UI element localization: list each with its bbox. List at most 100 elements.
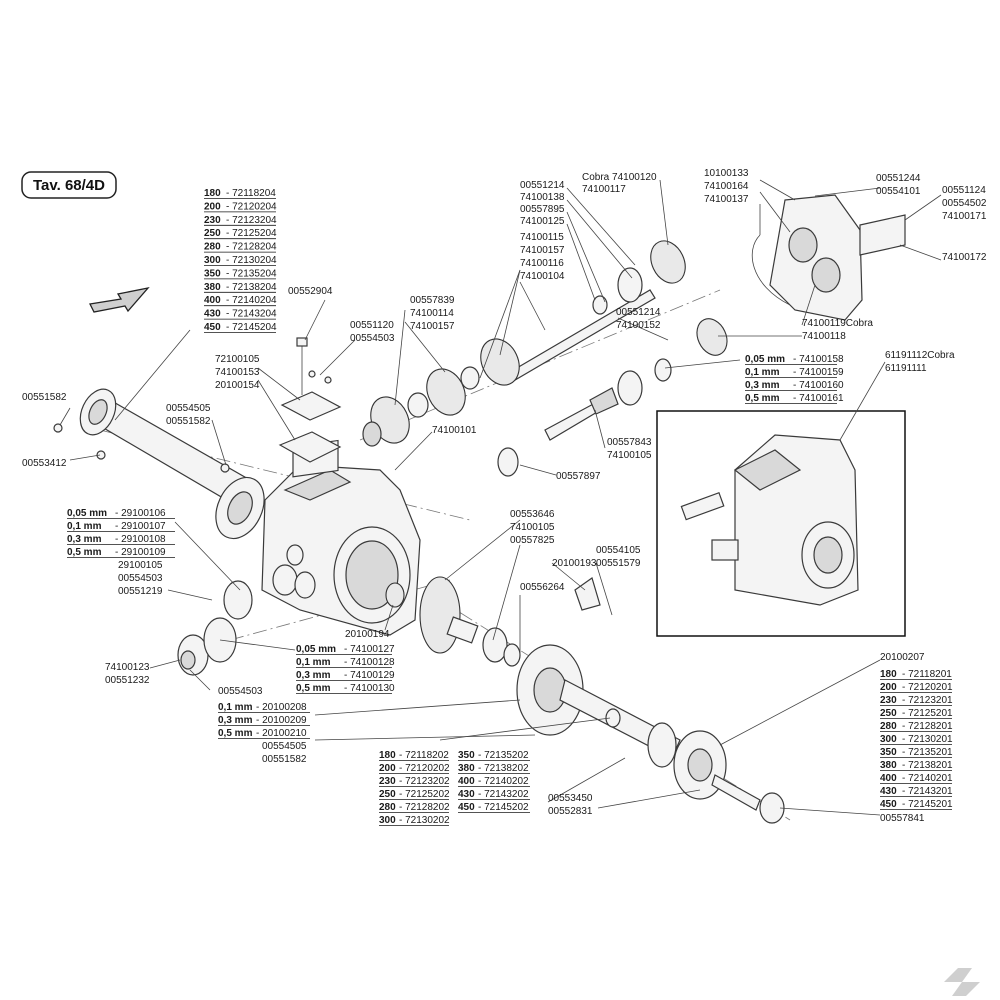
table-row-key: 450 [458, 802, 475, 813]
table-row: 250- 72125204 [204, 228, 277, 239]
table-row-key: 430 [880, 786, 897, 797]
table-row-value: - 72143201 [902, 786, 953, 797]
part-label: 72100105 [215, 354, 260, 365]
table-row-value: - 72118202 [399, 750, 449, 761]
part-label: 00551579 [596, 558, 641, 569]
part-label: 61191111 [885, 363, 927, 374]
leader-lines [59, 179, 942, 816]
table-row-value: - 29100109 [115, 547, 166, 558]
table-row-key: 350 [880, 747, 897, 758]
part-label: 00554505 [262, 741, 307, 752]
table-row-key: 180 [379, 750, 396, 761]
table-row-key: 250 [379, 789, 396, 800]
part-label: 74100114 [410, 308, 454, 319]
part-label: 29100105 [118, 560, 163, 571]
table-row: 0,3 mm- 74100160 [745, 380, 844, 391]
table-row-value: - 20100208 [256, 702, 307, 713]
table-row-key: 0,3 mm [296, 670, 331, 681]
top-cover [278, 337, 342, 463]
table-row: 200- 72120204 [204, 201, 277, 212]
table-row: 0,1 mm- 74100128 [296, 657, 395, 668]
part-label: 74100171 [942, 211, 987, 222]
part-label: 00554503 [118, 573, 163, 584]
part-label: 00557839 [410, 295, 455, 306]
table-row: 0,3 mm - 74100129 [296, 670, 395, 681]
part-label: 74100157 [520, 245, 565, 256]
part-label: 00551219 [118, 586, 163, 597]
table-row: 180- 72118204 [204, 188, 276, 199]
table-row-key: 430 [204, 309, 221, 320]
table-row: 300- 72130202 [379, 815, 450, 826]
table-row: 250- 72125202 [379, 789, 450, 800]
table-row-key: 350 [458, 750, 475, 761]
table-row-value: - 29100106 [115, 508, 166, 519]
table-row: 230- 72123204 [204, 215, 277, 226]
inset-view [656, 410, 906, 637]
table-row-key: 450 [880, 799, 897, 810]
table-row-key: 0,5 mm [745, 393, 780, 404]
part-label: 74100101 [432, 425, 477, 436]
table-row-value: - 29100108 [115, 534, 166, 545]
part-label: 00551582 [22, 392, 67, 403]
part-label: 20100207 [880, 652, 925, 663]
table-row: 0,05 mm- 74100127 [296, 644, 395, 655]
part-label: 00551120 [350, 320, 394, 331]
table-row-key: 200 [880, 682, 897, 693]
table-row: 250- 72125201 [880, 708, 953, 719]
part-label: 74100117 [582, 184, 626, 195]
table-row: 280- 72128201 [880, 721, 953, 732]
part-label: 00552831 [548, 806, 593, 817]
table-row: 180- 72118201 [880, 669, 952, 680]
table-row-key: 300 [379, 815, 396, 826]
part-label: 10100133 [704, 168, 749, 179]
table-row-key: 250 [204, 228, 221, 239]
part-label: 00551214 [616, 307, 661, 318]
table-row-key: 200 [379, 763, 396, 774]
main-housing [261, 439, 421, 636]
table-row-value: - 72140201 [902, 773, 953, 784]
table-row: 200- 72120202 [379, 763, 450, 774]
part-label: 74100138 [520, 192, 565, 203]
table-row-value: - 74100159 [793, 367, 844, 378]
tube-assembly [53, 388, 265, 540]
part-label: 74100104 [520, 271, 565, 282]
table-row-key: 0,1 mm [218, 702, 253, 713]
part-label: 74100172 [942, 252, 987, 263]
part-label: 20100194 [345, 629, 390, 640]
table-row-value: - 72125201 [902, 708, 953, 719]
table-row-value: - 74100127 [344, 644, 395, 655]
rear-cover [751, 194, 906, 321]
table-row: 380- 72138204 [204, 282, 277, 293]
table-tube: 180- 72118204 200- 72120204 230- 72123204 2… [204, 188, 277, 333]
table-row: 230- 72123201 [880, 695, 953, 706]
table-row: 230- 72123202 [379, 776, 450, 787]
table-row-key: 230 [379, 776, 396, 787]
table-row-value: - 72118201 [902, 669, 952, 680]
part-label: 00551582 [166, 416, 211, 427]
part-label: 00553646 [510, 509, 555, 520]
table-row-value: - 74100129 [344, 670, 395, 681]
table-row-key: 0,3 mm [745, 380, 780, 391]
table-row-key: 0,1 mm [296, 657, 331, 668]
table-row-value: - 72128204 [226, 242, 277, 253]
table-row: 200- 72120201 [880, 682, 953, 693]
table-row-key: 0,3 mm [218, 715, 253, 726]
part-label: 00551582 [262, 754, 307, 765]
table-row: 280- 72128204 [204, 242, 277, 253]
part-label: 00557843 [607, 437, 652, 448]
table-shaft-right: 180- 72118201 200- 72120201 230- 72123201 2… [880, 669, 953, 810]
table-row-key: 380 [458, 763, 475, 774]
table-row: 350- 72135201 [880, 747, 953, 758]
part-label: 74100152 [616, 320, 661, 331]
table-row: 430- 72143202 [458, 789, 529, 800]
table-row: 0,5 mm- 74100161 [745, 393, 844, 404]
gear-train-lower [385, 576, 785, 824]
table-row-key: 180 [204, 188, 221, 199]
part-label: 00554503 [350, 333, 395, 344]
table-row: 450- 72145202 [458, 802, 529, 813]
table-row: 430 - 72143201 [880, 786, 953, 797]
part-label: 00551214 [520, 180, 565, 191]
part-label: 61191112Cobra [885, 350, 955, 361]
part-label: 00557841 [880, 813, 925, 824]
